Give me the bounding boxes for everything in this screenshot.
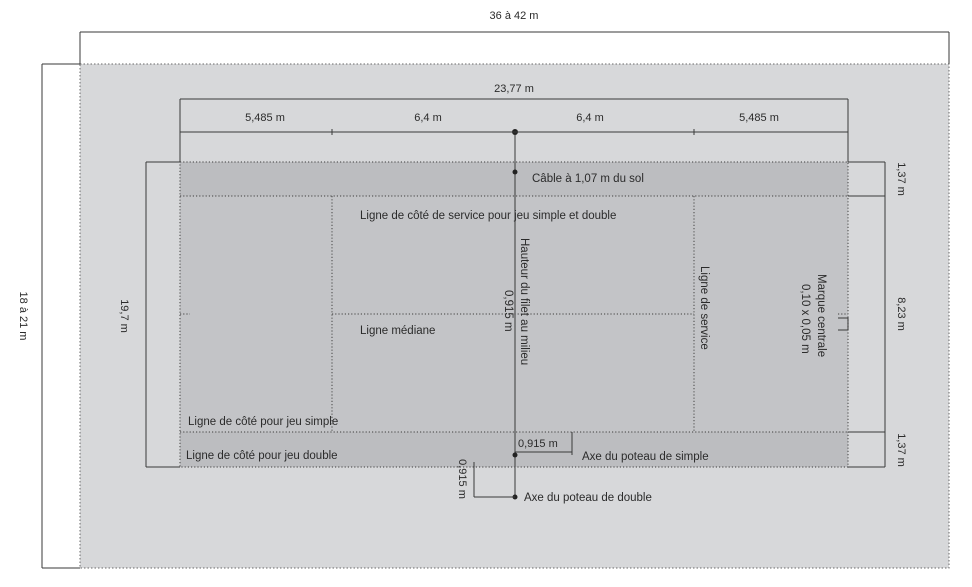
- post-offset-h-label: 0,915 m: [518, 438, 558, 450]
- outer-height-label: 18 à 21 m: [17, 292, 29, 341]
- cable-point: [512, 169, 518, 175]
- center-mark-size-label: 0,10 x 0,05 m: [799, 284, 811, 354]
- court-length-label: 23,77 m: [494, 83, 534, 95]
- service-line-label: Ligne de service: [698, 266, 710, 350]
- seg-right-outer-label: 5,485 m: [739, 112, 779, 124]
- singles-post-point: [512, 452, 518, 458]
- top-doubles-alley: [180, 162, 848, 196]
- alley-top-label: 1,37 m: [895, 162, 907, 196]
- court-outline: [179, 161, 849, 468]
- doubles-post-axis-label: Axe du poteau de double: [524, 492, 652, 504]
- court-surface: [180, 162, 848, 467]
- center-mark-bracket: [838, 317, 849, 331]
- cable-label: Câble à 1,07 m du sol: [532, 173, 644, 185]
- service-side-line-label: Ligne de côté de service pour jeu simple…: [360, 210, 616, 222]
- center-mark-label: Marque centrale: [815, 274, 827, 357]
- net-height-label: Hauteur du filet au milieu: [518, 238, 530, 365]
- seg-left-outer-label: 5,485 m: [245, 112, 285, 124]
- seg-right-inner-label: 6,4 m: [576, 112, 604, 124]
- singles-sideline-label: Ligne de côté pour jeu simple: [188, 416, 338, 428]
- net-height-value-label: 0,915 m: [502, 290, 514, 332]
- singles-width-label: 8,23 m: [895, 297, 907, 331]
- post-offset-v-label: 0,915 m: [456, 459, 468, 499]
- alley-bottom-label: 1,37 m: [895, 433, 907, 467]
- center-line-label: Ligne médiane: [360, 325, 435, 337]
- court-width-label: 19,7 m: [118, 299, 130, 333]
- seg-left-inner-label: 6,4 m: [414, 112, 442, 124]
- singles-post-axis-label: Axe du poteau de simple: [582, 451, 709, 463]
- outer-width-label: 36 à 42 m: [490, 10, 539, 22]
- bottom-doubles-alley: [180, 432, 848, 467]
- doubles-sideline-label: Ligne de côté pour jeu double: [186, 450, 338, 462]
